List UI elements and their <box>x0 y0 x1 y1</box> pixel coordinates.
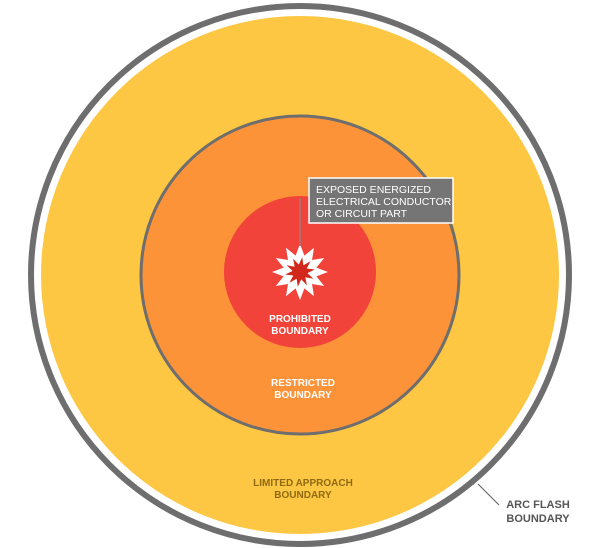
limited-approach-label-line-1: LIMITED APPROACH <box>253 478 353 489</box>
limited-approach-label-line-2: BOUNDARY <box>274 490 332 501</box>
callout-background <box>308 177 454 224</box>
limited-approach-boundary-label: LIMITED APPROACH BOUNDARY <box>253 478 353 501</box>
spark-burst-inner <box>285 257 315 287</box>
prohibited-label-line-1: PROHIBITED <box>269 314 331 325</box>
arc-flash-leader-line <box>477 483 500 506</box>
prohibited-label-line-2: BOUNDARY <box>271 326 329 337</box>
callout-box: EXPOSED ENERGIZED ELECTRICAL CONDUCTOR O… <box>308 177 454 224</box>
arc-flash-boundary-label: ARC FLASH BOUNDARY <box>506 499 570 525</box>
spark-burst-icon <box>272 244 328 300</box>
arc-flash-label-line-1: ARC FLASH <box>506 499 570 511</box>
callout-line-3: OR CIRCUIT PART <box>316 208 408 220</box>
restricted-boundary-label: RESTRICTED BOUNDARY <box>271 378 335 401</box>
arc-flash-label-line-2: BOUNDARY <box>506 513 570 525</box>
callout-line-2: ELECTRICAL CONDUCTOR <box>316 196 452 208</box>
prohibited-boundary-label: PROHIBITED BOUNDARY <box>269 314 331 337</box>
restricted-label-line-1: RESTRICTED <box>271 378 335 389</box>
restricted-label-line-2: BOUNDARY <box>274 390 332 401</box>
callout-line-1: EXPOSED ENERGIZED <box>316 184 431 196</box>
